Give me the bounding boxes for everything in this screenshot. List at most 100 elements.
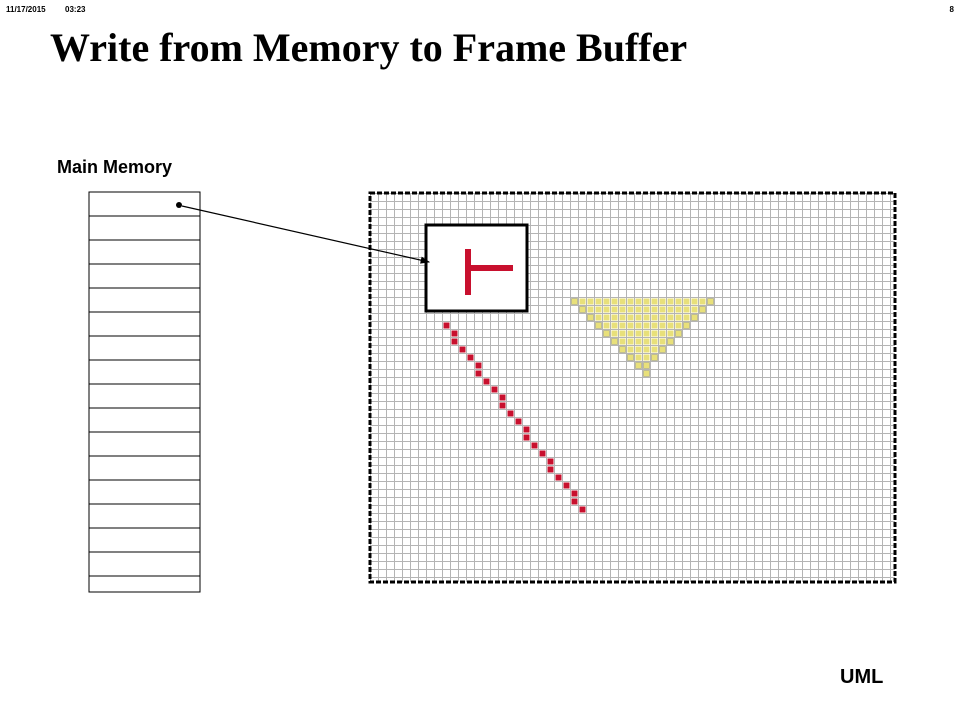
yellow-pixel — [643, 338, 650, 345]
yellow-pixel — [595, 314, 602, 321]
header-time: 03:23 — [65, 5, 86, 14]
red-pixel — [563, 482, 570, 489]
yellow-pixel — [683, 306, 690, 313]
yellow-pixel — [635, 338, 642, 345]
memory-cell — [88, 479, 201, 505]
yellow-pixel — [691, 314, 698, 321]
red-pixel — [531, 442, 538, 449]
yellow-pixel — [635, 306, 642, 313]
red-pixel — [523, 434, 530, 441]
memory-cell — [88, 239, 201, 265]
yellow-pixel — [627, 314, 634, 321]
yellow-pixel — [603, 330, 610, 337]
yellow-pixel — [651, 354, 658, 361]
red-pixel — [475, 370, 482, 377]
yellow-pixel — [595, 298, 602, 305]
yellow-pixel — [627, 338, 634, 345]
yellow-pixel — [667, 314, 674, 321]
yellow-pixel — [619, 330, 626, 337]
memory-cell — [88, 191, 201, 217]
yellow-pixel — [635, 362, 642, 369]
yellow-pixel — [619, 306, 626, 313]
yellow-pixel — [643, 346, 650, 353]
red-pixel — [475, 362, 482, 369]
yellow-pixel — [635, 330, 642, 337]
yellow-pixel — [675, 330, 682, 337]
red-pixel — [571, 490, 578, 497]
red-pixel — [491, 386, 498, 393]
yellow-pixel — [627, 298, 634, 305]
yellow-pixel — [659, 298, 666, 305]
yellow-pixel — [627, 354, 634, 361]
yellow-pixel — [667, 298, 674, 305]
sprite-t-stem — [465, 249, 471, 295]
memory-cell — [88, 287, 201, 313]
yellow-pixel — [667, 322, 674, 329]
yellow-pixel — [667, 338, 674, 345]
red-pixel — [515, 418, 522, 425]
memory-cell — [88, 551, 201, 577]
yellow-pixel — [651, 298, 658, 305]
yellow-pixel — [643, 354, 650, 361]
footer-label: UML — [840, 666, 884, 688]
memory-pointer-dot — [176, 202, 182, 208]
yellow-pixel — [667, 306, 674, 313]
yellow-pixel — [691, 306, 698, 313]
yellow-pixel — [619, 322, 626, 329]
yellow-pixel — [675, 306, 682, 313]
yellow-pixel — [627, 346, 634, 353]
yellow-pixel — [675, 314, 682, 321]
red-pixel — [459, 346, 466, 353]
yellow-pixel — [627, 322, 634, 329]
red-pixel — [467, 354, 474, 361]
yellow-pixel — [643, 306, 650, 313]
yellow-pixel — [603, 306, 610, 313]
yellow-pixel — [635, 346, 642, 353]
red-pixel — [547, 458, 554, 465]
red-pixel — [571, 498, 578, 505]
yellow-pixel — [635, 354, 642, 361]
yellow-pixel — [587, 306, 594, 313]
yellow-pixel — [627, 306, 634, 313]
yellow-pixel — [603, 298, 610, 305]
memory-cell — [88, 575, 201, 593]
yellow-pixel — [651, 338, 658, 345]
memory-cell — [88, 335, 201, 361]
red-pixel — [579, 506, 586, 513]
yellow-pixel — [651, 322, 658, 329]
yellow-pixel — [595, 306, 602, 313]
yellow-pixel — [683, 322, 690, 329]
yellow-pixel — [659, 322, 666, 329]
yellow-pixel — [659, 330, 666, 337]
red-line-pixels — [443, 322, 586, 513]
memory-cell — [88, 263, 201, 289]
sprite-t-bar — [471, 265, 513, 271]
yellow-pixel — [643, 298, 650, 305]
main-memory-label: Main Memory — [57, 157, 173, 177]
slide-title: Write from Memory to Frame Buffer — [50, 25, 688, 70]
red-pixel — [499, 394, 506, 401]
memory-cell — [88, 215, 201, 241]
yellow-pixel — [659, 314, 666, 321]
red-pixel — [507, 410, 514, 417]
yellow-pixel — [619, 338, 626, 345]
yellow-pixel — [659, 306, 666, 313]
memory-stack — [88, 191, 201, 593]
yellow-pixel — [587, 298, 594, 305]
yellow-pixel — [643, 322, 650, 329]
yellow-pixel — [579, 298, 586, 305]
yellow-pixel — [587, 314, 594, 321]
yellow-pixel — [579, 306, 586, 313]
yellow-pixel — [611, 330, 618, 337]
memory-cell — [88, 455, 201, 481]
yellow-pixel — [651, 346, 658, 353]
yellow-pixel — [619, 314, 626, 321]
red-pixel — [523, 426, 530, 433]
yellow-pixel — [635, 314, 642, 321]
yellow-pixel — [611, 322, 618, 329]
red-pixel — [443, 322, 450, 329]
yellow-pixel — [651, 330, 658, 337]
memory-cell — [88, 503, 201, 529]
yellow-pixel — [643, 370, 650, 377]
yellow-pixel — [627, 330, 634, 337]
